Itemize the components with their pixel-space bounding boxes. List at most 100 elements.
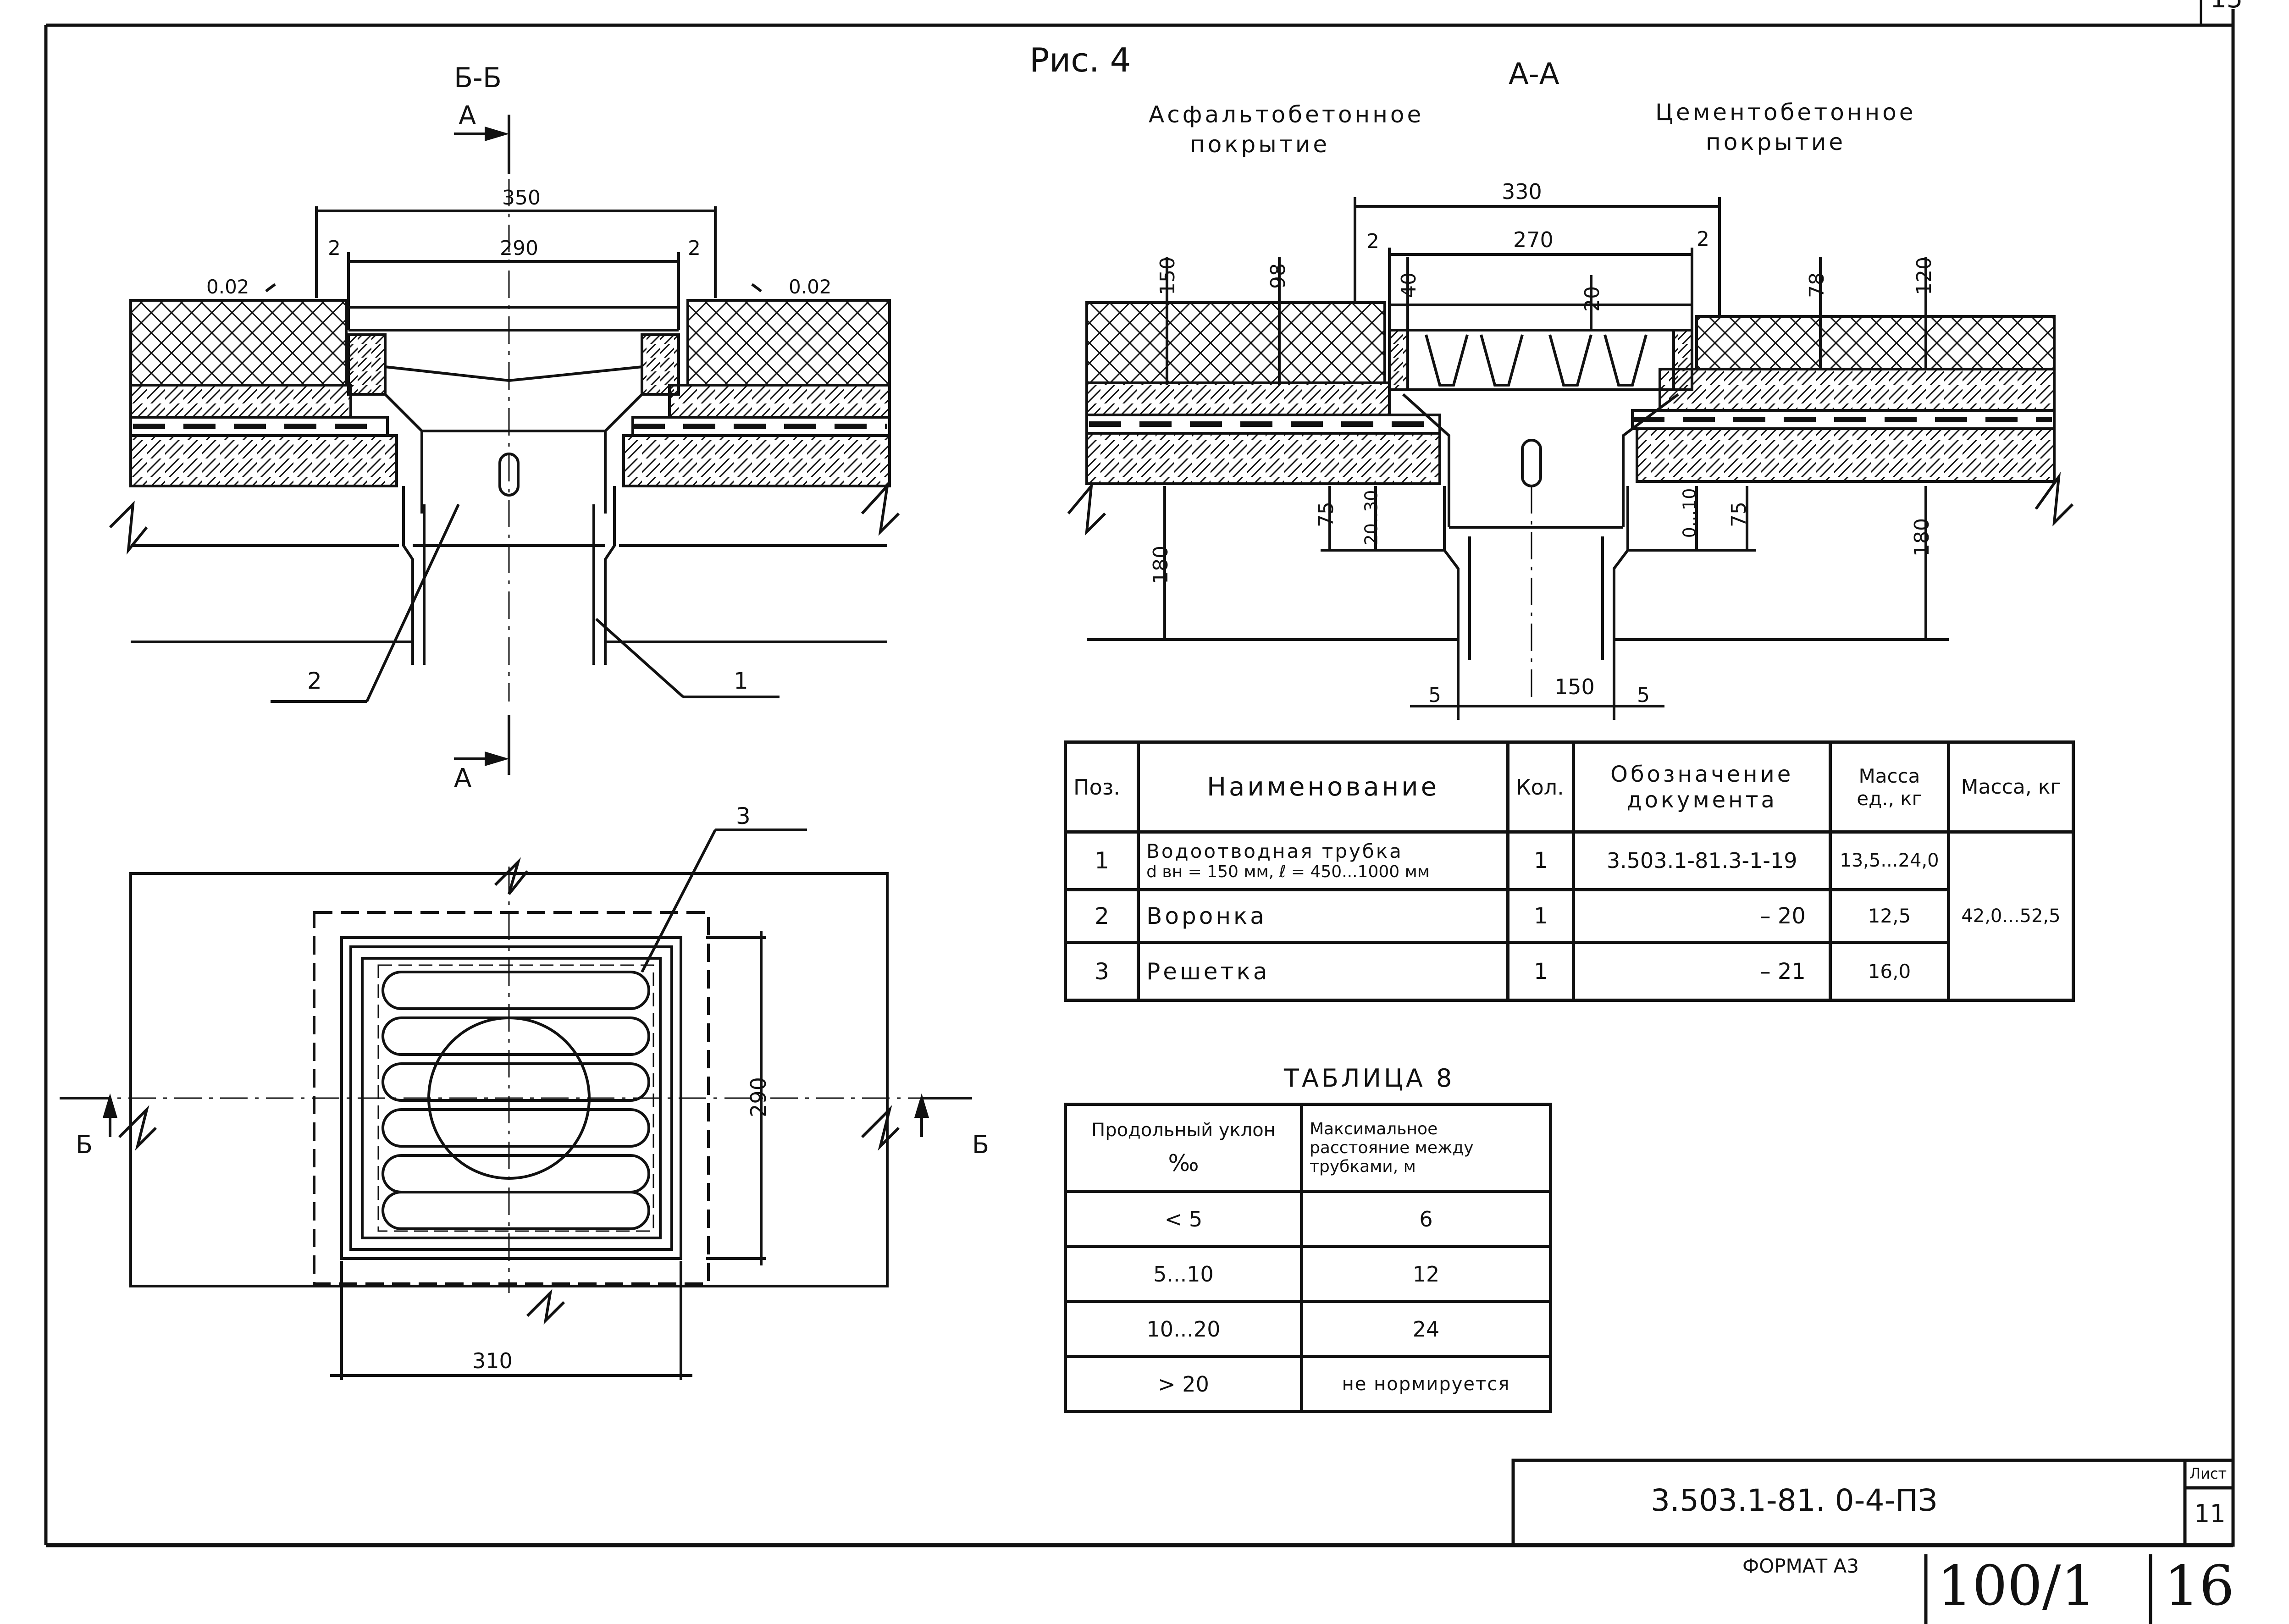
spec-row-name: Решетка xyxy=(1137,941,1509,1002)
specification-table: Поз. Наименование Кол. Обозначение докум… xyxy=(1063,740,2075,1002)
dim-98: 98 xyxy=(1266,263,1290,289)
cut-letter-a-top: А xyxy=(459,101,476,131)
spec-row-pos: 2 xyxy=(1063,888,1140,945)
cut-letter-b-right: Б xyxy=(972,1130,990,1159)
table8-row-dist: 24 xyxy=(1300,1300,1552,1358)
spec-header-mass-unit: Масса ед., кг xyxy=(1828,740,1950,834)
dim-350: 350 xyxy=(502,186,541,210)
table8-header-dist-line2: расстояние между xyxy=(1310,1138,1474,1157)
document-code: 3.503.1-81. 0-4-ПЗ xyxy=(1651,1483,1938,1518)
cut-letter-b-left: Б xyxy=(76,1130,93,1159)
page-number: 16 xyxy=(2164,1554,2234,1618)
spec-header-mass-total: Масса, кг xyxy=(1946,740,2075,834)
dim-180-right: 180 xyxy=(1910,518,1934,557)
dim-310: 310 xyxy=(472,1348,513,1373)
spec-row-mass-unit: 16,0 xyxy=(1828,941,1950,1002)
spec-row-name-line1: Водоотводная трубка xyxy=(1146,840,1403,863)
spec-row-name: Воронка xyxy=(1137,888,1509,945)
spec-row-name: Водоотводная трубка d вн = 150 мм, ℓ = 4… xyxy=(1137,830,1509,891)
spec-row-pos: 1 xyxy=(1063,830,1140,891)
label-asphalt-line1: Асфальтобетонное xyxy=(1149,101,1424,128)
dim-20: 20 xyxy=(1581,286,1604,312)
dim-2-right-aa: 2 xyxy=(1697,227,1709,251)
spec-row-mass-unit: 13,5...24,0 xyxy=(1828,830,1950,891)
dim-20-30: 20..30 xyxy=(1361,490,1382,546)
dim-150-pipe: 150 xyxy=(1554,674,1595,699)
spec-header-doc: Обозначение документа xyxy=(1572,740,1832,834)
spec-row-qty: 1 xyxy=(1506,888,1576,945)
slope-right: 0.02 xyxy=(789,276,832,298)
table8-row: 5...10 12 xyxy=(1064,1245,1552,1303)
table8-header-slope-unit: ‰ xyxy=(1168,1149,1199,1177)
table8-row-dist: 12 xyxy=(1300,1245,1552,1303)
table8-row: 10...20 24 xyxy=(1064,1300,1552,1358)
cut-letter-a-bottom: А xyxy=(454,763,472,793)
table8-title: ТАБЛИЦА 8 xyxy=(1284,1064,1455,1093)
dim-78: 78 xyxy=(1805,272,1829,298)
dim-0-10: 0...10 xyxy=(1679,488,1700,538)
callout-1: 1 xyxy=(734,668,748,694)
table8-row: < 5 6 xyxy=(1064,1190,1552,1248)
dim-75-left: 75 xyxy=(1315,502,1338,527)
spec-row: 1 Водоотводная трубка d вн = 150 мм, ℓ =… xyxy=(1063,830,2075,1002)
table8: Продольный уклон ‰ Максимальное расстоян… xyxy=(1064,1103,1552,1413)
dim-150-left: 150 xyxy=(1156,257,1179,295)
dim-290-plan: 290 xyxy=(746,1077,771,1117)
spec-row: 3 Решетка 1 – 21 16,0 xyxy=(1063,941,2073,1002)
dim-5-right: 5 xyxy=(1637,684,1650,707)
spec-row-doc: 3.503.1-81.3-1-19 xyxy=(1572,830,1832,891)
spec-row-doc: – 20 xyxy=(1572,888,1832,945)
table8-header-dist-line3: трубками, м xyxy=(1310,1157,1416,1176)
label-cement-line2: покрытие xyxy=(1706,129,1846,155)
table8-header-dist: Максимальное расстояние между трубками, … xyxy=(1300,1103,1552,1193)
stamp-number: 100/1 xyxy=(1937,1554,2096,1618)
title-block xyxy=(1511,1458,2235,1624)
table8-header-slope: Продольный уклон ‰ xyxy=(1064,1103,1303,1193)
corner-mark: 15 xyxy=(2210,0,2243,12)
dim-2-left-aa: 2 xyxy=(1366,230,1379,253)
table8-row-slope: 10...20 xyxy=(1064,1300,1303,1358)
plan-view-drawing xyxy=(60,829,972,1380)
table8-row-slope: > 20 xyxy=(1064,1355,1303,1413)
section-bb-drawing xyxy=(109,115,900,775)
dim-2-left-bb: 2 xyxy=(328,237,341,260)
spec-header-qty: Кол. xyxy=(1506,740,1576,834)
dim-2-right-bb: 2 xyxy=(688,237,701,260)
dim-120: 120 xyxy=(1912,257,1936,295)
table8-row: > 20 не нормируется xyxy=(1064,1355,1552,1413)
spec-row-qty: 1 xyxy=(1506,830,1576,891)
slope-left: 0.02 xyxy=(206,276,249,298)
spec-row-mass-unit: 12,5 xyxy=(1828,888,1950,945)
dim-40: 40 xyxy=(1397,272,1421,298)
dim-330: 330 xyxy=(1502,179,1542,204)
dim-5-left: 5 xyxy=(1428,684,1441,707)
table8-row-dist: 6 xyxy=(1300,1190,1552,1248)
dim-290-bb: 290 xyxy=(500,237,538,260)
section-bb-title: Б-Б xyxy=(454,62,502,94)
table8-header-dist-line1: Максимальное xyxy=(1310,1120,1438,1138)
figure-label: Рис. 4 xyxy=(1029,41,1131,79)
table8-header-slope-text: Продольный уклон xyxy=(1091,1119,1276,1141)
section-aa-title: А-А xyxy=(1509,57,1559,91)
table8-row-slope: 5...10 xyxy=(1064,1245,1303,1303)
table8-row-dist: не нормируется xyxy=(1300,1355,1552,1413)
spec-row-pos: 3 xyxy=(1063,941,1140,1002)
dim-270: 270 xyxy=(1513,227,1554,252)
label-asphalt-line2: покрытие xyxy=(1190,131,1330,158)
spec-row-doc: – 21 xyxy=(1572,941,1832,1002)
table8-row-slope: < 5 xyxy=(1064,1190,1303,1248)
format-label: ФОРМАТ А3 xyxy=(1742,1555,1859,1577)
sheet-label: Лист xyxy=(2189,1465,2227,1482)
spec-header-name: Наименование xyxy=(1137,740,1509,834)
callout-2: 2 xyxy=(307,668,322,694)
spec-header-pos: Поз. xyxy=(1063,740,1140,834)
label-cement-line1: Цементобетонное xyxy=(1655,99,1916,126)
callout-3: 3 xyxy=(736,803,751,829)
spec-row-name-line2: d вн = 150 мм, ℓ = 450...1000 мм xyxy=(1146,862,1430,882)
sheet-number: 11 xyxy=(2194,1499,2226,1528)
spec-row-qty: 1 xyxy=(1506,941,1576,1002)
dim-75-right: 75 xyxy=(1727,502,1751,527)
spec-mass-total: 42,0...52,5 xyxy=(1946,830,2075,1002)
spec-row: 2 Воронка 1 – 20 12,5 xyxy=(1063,888,2073,945)
